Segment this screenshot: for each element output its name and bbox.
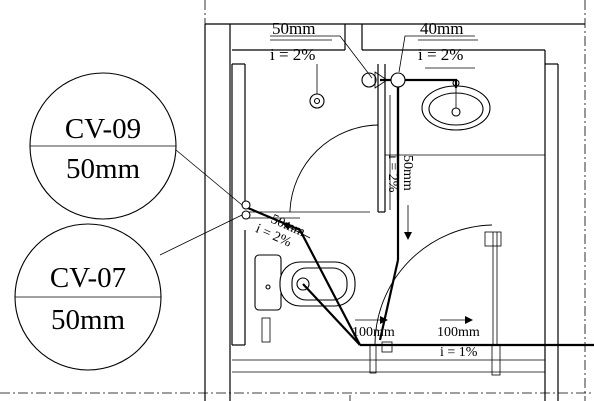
pipe-slope-bottom-right: i = 1% [440, 345, 478, 360]
pipe-size-top-left: 50mm [272, 19, 315, 38]
leader-lines [159, 35, 475, 256]
label-top-right: 40mm i = 2% [418, 19, 478, 64]
callout-cv07: CV-07 50mm [14, 223, 162, 371]
label-bottom-left: 100mm [352, 325, 395, 340]
label-bottom-right: 100mm i = 1% [437, 325, 480, 360]
callout-cv07-size: 50mm [51, 304, 126, 336]
flow-arrows [283, 205, 473, 324]
pipe-size-vertical: 50mm [400, 155, 415, 191]
valve-symbols [241, 71, 406, 220]
label-top-left: 50mm i = 2% [270, 19, 332, 64]
pipe-size-bottom-right: 100mm [437, 325, 480, 340]
pipe-slope-vertical: i = 2% [385, 155, 400, 193]
callout-cv09-code: CV-09 [65, 113, 141, 145]
pipe-slope-top-right: i = 2% [418, 45, 463, 64]
pipe-slope-top-left: i = 2% [270, 45, 315, 64]
pipe-size-top-right: 40mm [420, 19, 463, 38]
label-vertical: 50mm i = 2% [385, 155, 415, 193]
callout-cv09: CV-09 50mm [29, 72, 177, 220]
callout-cv09-size: 50mm [66, 153, 141, 185]
pipe-size-bottom-left: 100mm [352, 325, 395, 340]
floor-drain-top [309, 64, 325, 109]
washbasin [421, 79, 491, 131]
toilet [254, 254, 356, 343]
walls [204, 23, 585, 401]
callout-cv07-code: CV-07 [50, 262, 126, 294]
